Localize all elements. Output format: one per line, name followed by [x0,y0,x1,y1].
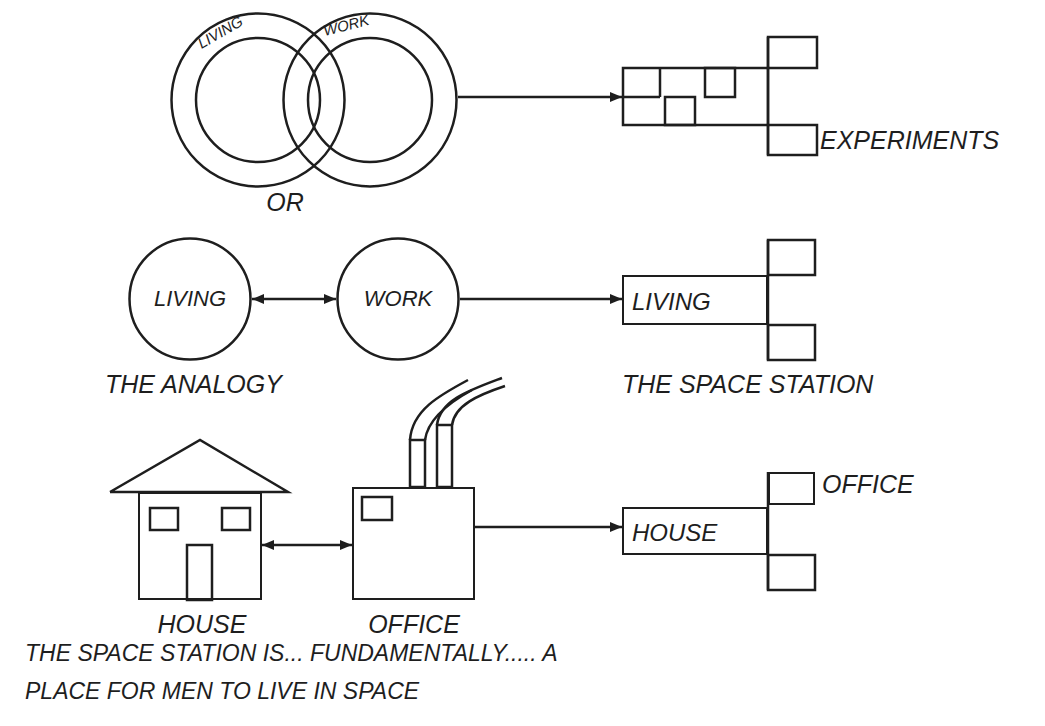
station-module: OFFICE [768,472,815,505]
connector-layer [252,97,622,545]
circle-outline [130,239,251,360]
station-module [768,240,815,275]
outline-group [172,14,345,187]
shape-outline [622,36,818,155]
node-label: LIVING [195,13,245,51]
node-label: HOUSE [158,612,247,637]
illustration [110,240,815,600]
node-label: HOUSE [632,521,717,545]
circle-outline [338,239,459,360]
ring-inner [196,38,320,162]
outline-group [130,239,251,360]
office-building: OFFICE [352,487,475,600]
ring-shape: WORK [282,12,458,188]
node-label: WORK [322,12,371,38]
house-window [150,508,178,530]
station-divider [623,96,660,99]
outline-group [338,239,459,360]
space-station: EXPERIMENTS [622,36,818,155]
station-module [768,325,815,360]
node-label: OFFICE [822,472,914,497]
ring-outer [172,14,345,187]
concept-circle: WORK [336,237,460,361]
station-module [623,68,768,125]
house-building: HOUSE [138,492,262,600]
station-module: HOUSE [622,507,768,555]
house-window [222,508,250,530]
house-door [187,545,212,600]
node-label: EXPERIMENTS [820,128,999,153]
concept-circle: LIVING [128,237,252,361]
arrow [458,96,622,99]
node-label: WORK [364,288,432,310]
station-divider [659,68,662,97]
station-module: LIVING [622,275,768,325]
connector-word: OR [266,190,304,215]
node-label: LIVING [154,288,226,310]
factory-chimney [437,425,452,487]
station-divider [767,37,770,155]
outline-group [284,14,457,187]
arrow [460,298,622,301]
group-label: THE ANALOGY [105,372,282,397]
double-arrow [262,544,352,547]
outline-group [623,37,817,155]
shape-outline [282,12,458,188]
factory-window [362,497,392,520]
arrow [475,526,622,529]
node-label: LIVING [632,290,711,314]
station-module [665,97,695,125]
house-roof [110,440,288,492]
ring-shape: LIVING [170,12,346,188]
caption: THE SPACE STATION IS... FUNDAMENTALLY...… [25,634,562,710]
double-arrow [252,298,336,301]
smoke-line [425,390,472,440]
factory-chimney [410,440,425,487]
smoke-line [452,386,505,425]
node-label: OFFICE [368,612,460,637]
station-module [768,555,815,590]
ring-outer [284,14,457,187]
group-label: THE SPACE STATION [622,372,873,397]
station-module [768,37,817,68]
station-module [705,68,735,97]
ring-inner [308,38,432,162]
station-module [768,125,817,155]
